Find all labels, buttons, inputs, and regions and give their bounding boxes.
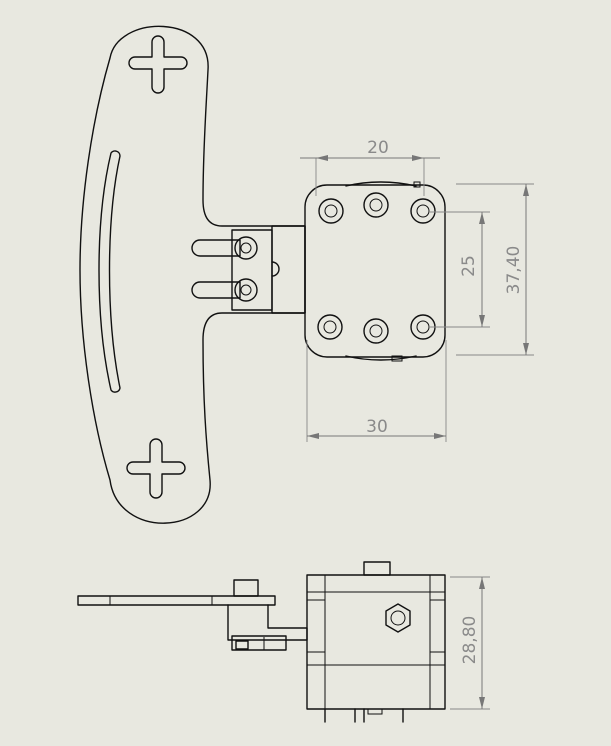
cross-hole-bottom <box>126 438 186 499</box>
side-motor-cap <box>363 561 391 576</box>
motor-hole-top-right <box>410 198 436 224</box>
dimension-inner-height-label: 25 <box>459 255 479 277</box>
motor-top-tab <box>345 181 417 187</box>
side-pins <box>324 708 404 723</box>
motor-small-tab-bottom <box>391 355 403 362</box>
side-hinge-top <box>233 579 259 597</box>
cross-hole-top <box>128 35 188 94</box>
hinge-tab <box>271 261 280 277</box>
dimension-side-height: 28,80 <box>450 576 490 710</box>
screw-slot-upper <box>191 239 241 257</box>
top-view: 20 30 25 37,40 <box>79 25 534 524</box>
side-hex-nut <box>385 603 411 633</box>
motor-hole-bottom-middle-inner <box>369 324 383 338</box>
dimension-bottom-width-label: 30 <box>366 417 388 437</box>
motor-hole-top-right-inner <box>416 204 430 218</box>
screw-head-upper <box>234 236 258 260</box>
screw-core-lower <box>240 284 252 296</box>
motor-hole-top-left-inner <box>324 204 338 218</box>
curved-slot <box>98 150 121 393</box>
dimension-outer-height-label: 37,40 <box>504 246 524 295</box>
screw-head-lower <box>234 278 258 302</box>
side-hinge-lower <box>231 635 287 651</box>
motor-bottom-tab <box>345 355 417 361</box>
motor-hole-top-left <box>318 198 344 224</box>
screw-slot-lower <box>191 281 241 299</box>
motor-hole-bottom-right-inner <box>416 320 430 334</box>
side-nut <box>235 640 249 650</box>
side-flat-arm <box>77 595 276 606</box>
motor-small-tab-top <box>413 181 421 188</box>
motor-hole-top-middle <box>363 192 389 218</box>
dimension-outer-height: 37,40 <box>456 183 534 356</box>
motor-body <box>304 184 446 358</box>
dimension-top-width: 20 <box>300 138 440 196</box>
motor-holes <box>317 192 436 344</box>
dimension-side-height-label: 28,80 <box>460 616 480 665</box>
motor-hole-top-middle-inner <box>369 198 383 212</box>
hinge-strip <box>271 225 306 314</box>
dimension-inner-height: 25 <box>430 211 490 328</box>
motor-hole-bottom-middle <box>363 318 389 344</box>
screw-core-upper <box>240 242 252 254</box>
dimension-top-width-label: 20 <box>367 138 389 158</box>
motor-hole-bottom-left-inner <box>323 320 337 334</box>
dimension-bottom-width: 30 <box>306 340 447 442</box>
bracket-plate-outline <box>79 25 306 524</box>
side-hex-nut-hole <box>390 610 406 626</box>
side-motor-body <box>306 574 446 710</box>
motor-hole-bottom-left <box>317 314 343 340</box>
side-hinge-body <box>227 604 308 641</box>
side-view: 28,80 <box>77 561 490 723</box>
